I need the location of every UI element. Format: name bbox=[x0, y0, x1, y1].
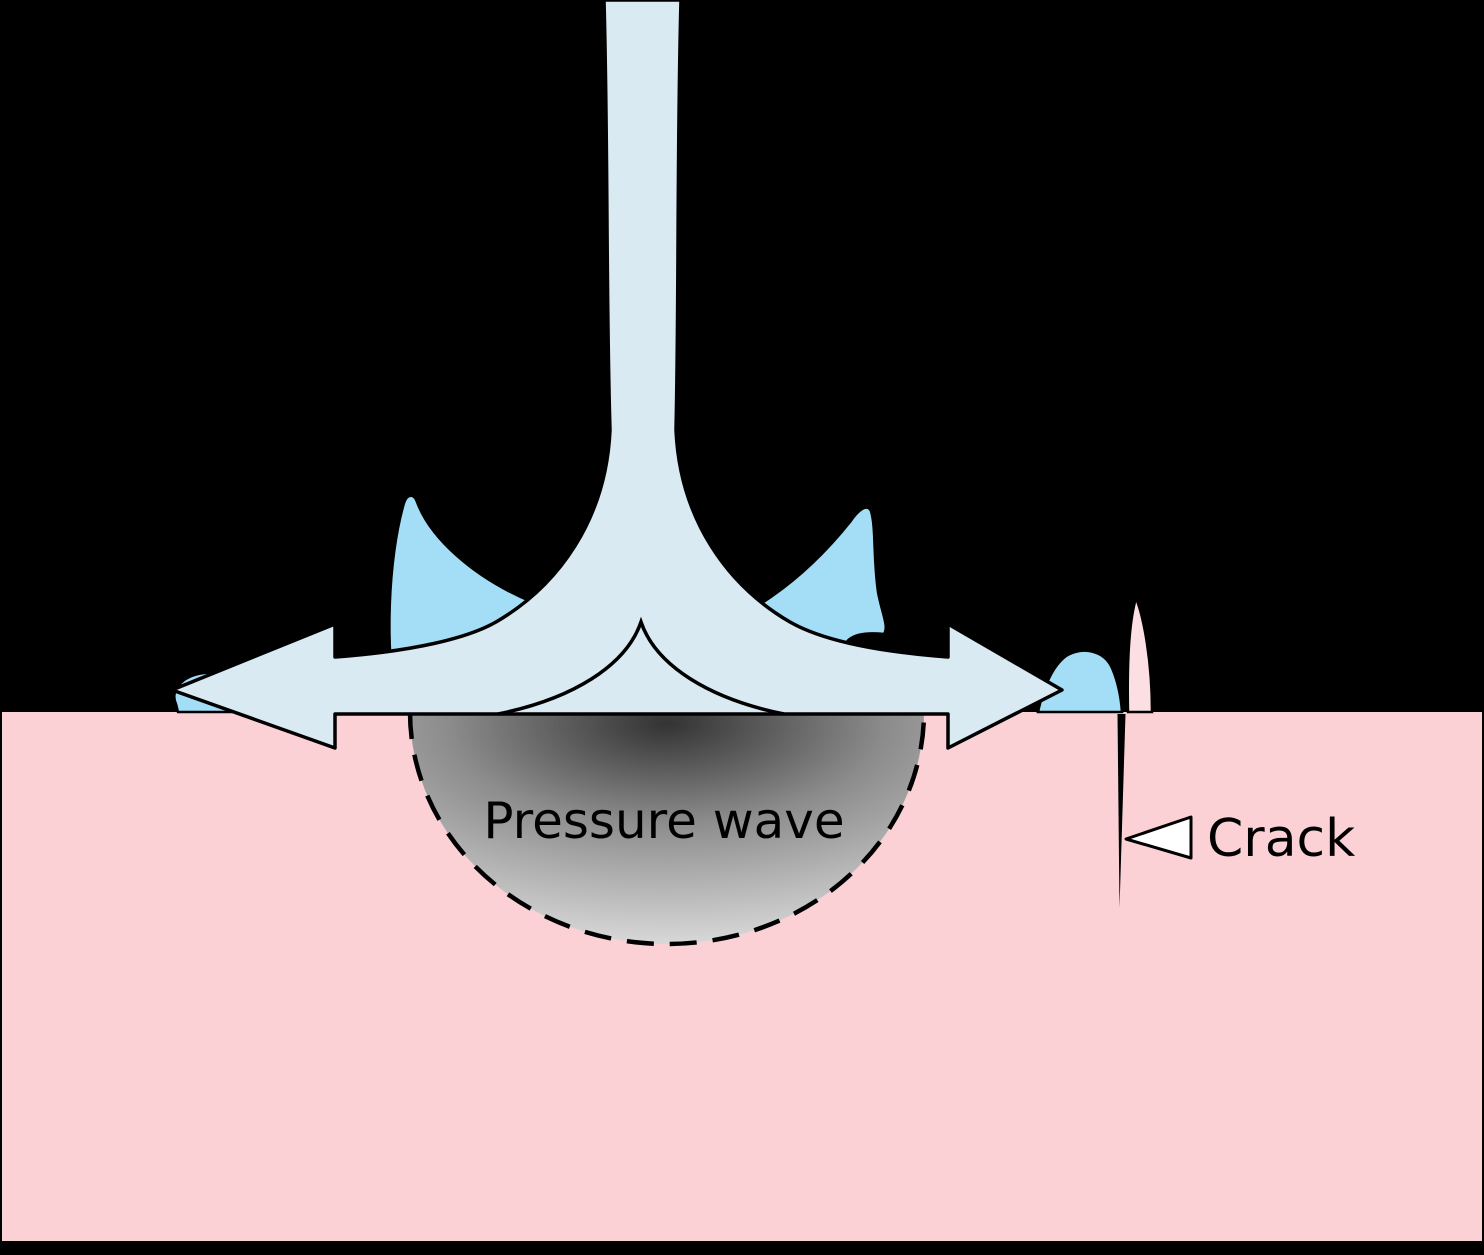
crack-line bbox=[1117, 714, 1126, 908]
crack-ejecta-sliver bbox=[1126, 594, 1154, 714]
water-jet-and-lateral-flow-arrows bbox=[170, 0, 1064, 750]
pressure-wave-region bbox=[410, 712, 924, 944]
pressure-wave-label: Pressure wave bbox=[483, 792, 844, 850]
flow-split-boundary bbox=[497, 616, 785, 716]
crack-pointer-arrow-icon bbox=[1124, 815, 1193, 860]
crack-label: Crack bbox=[1207, 809, 1355, 869]
pressure-wave-dashed-boundary bbox=[407, 711, 927, 947]
